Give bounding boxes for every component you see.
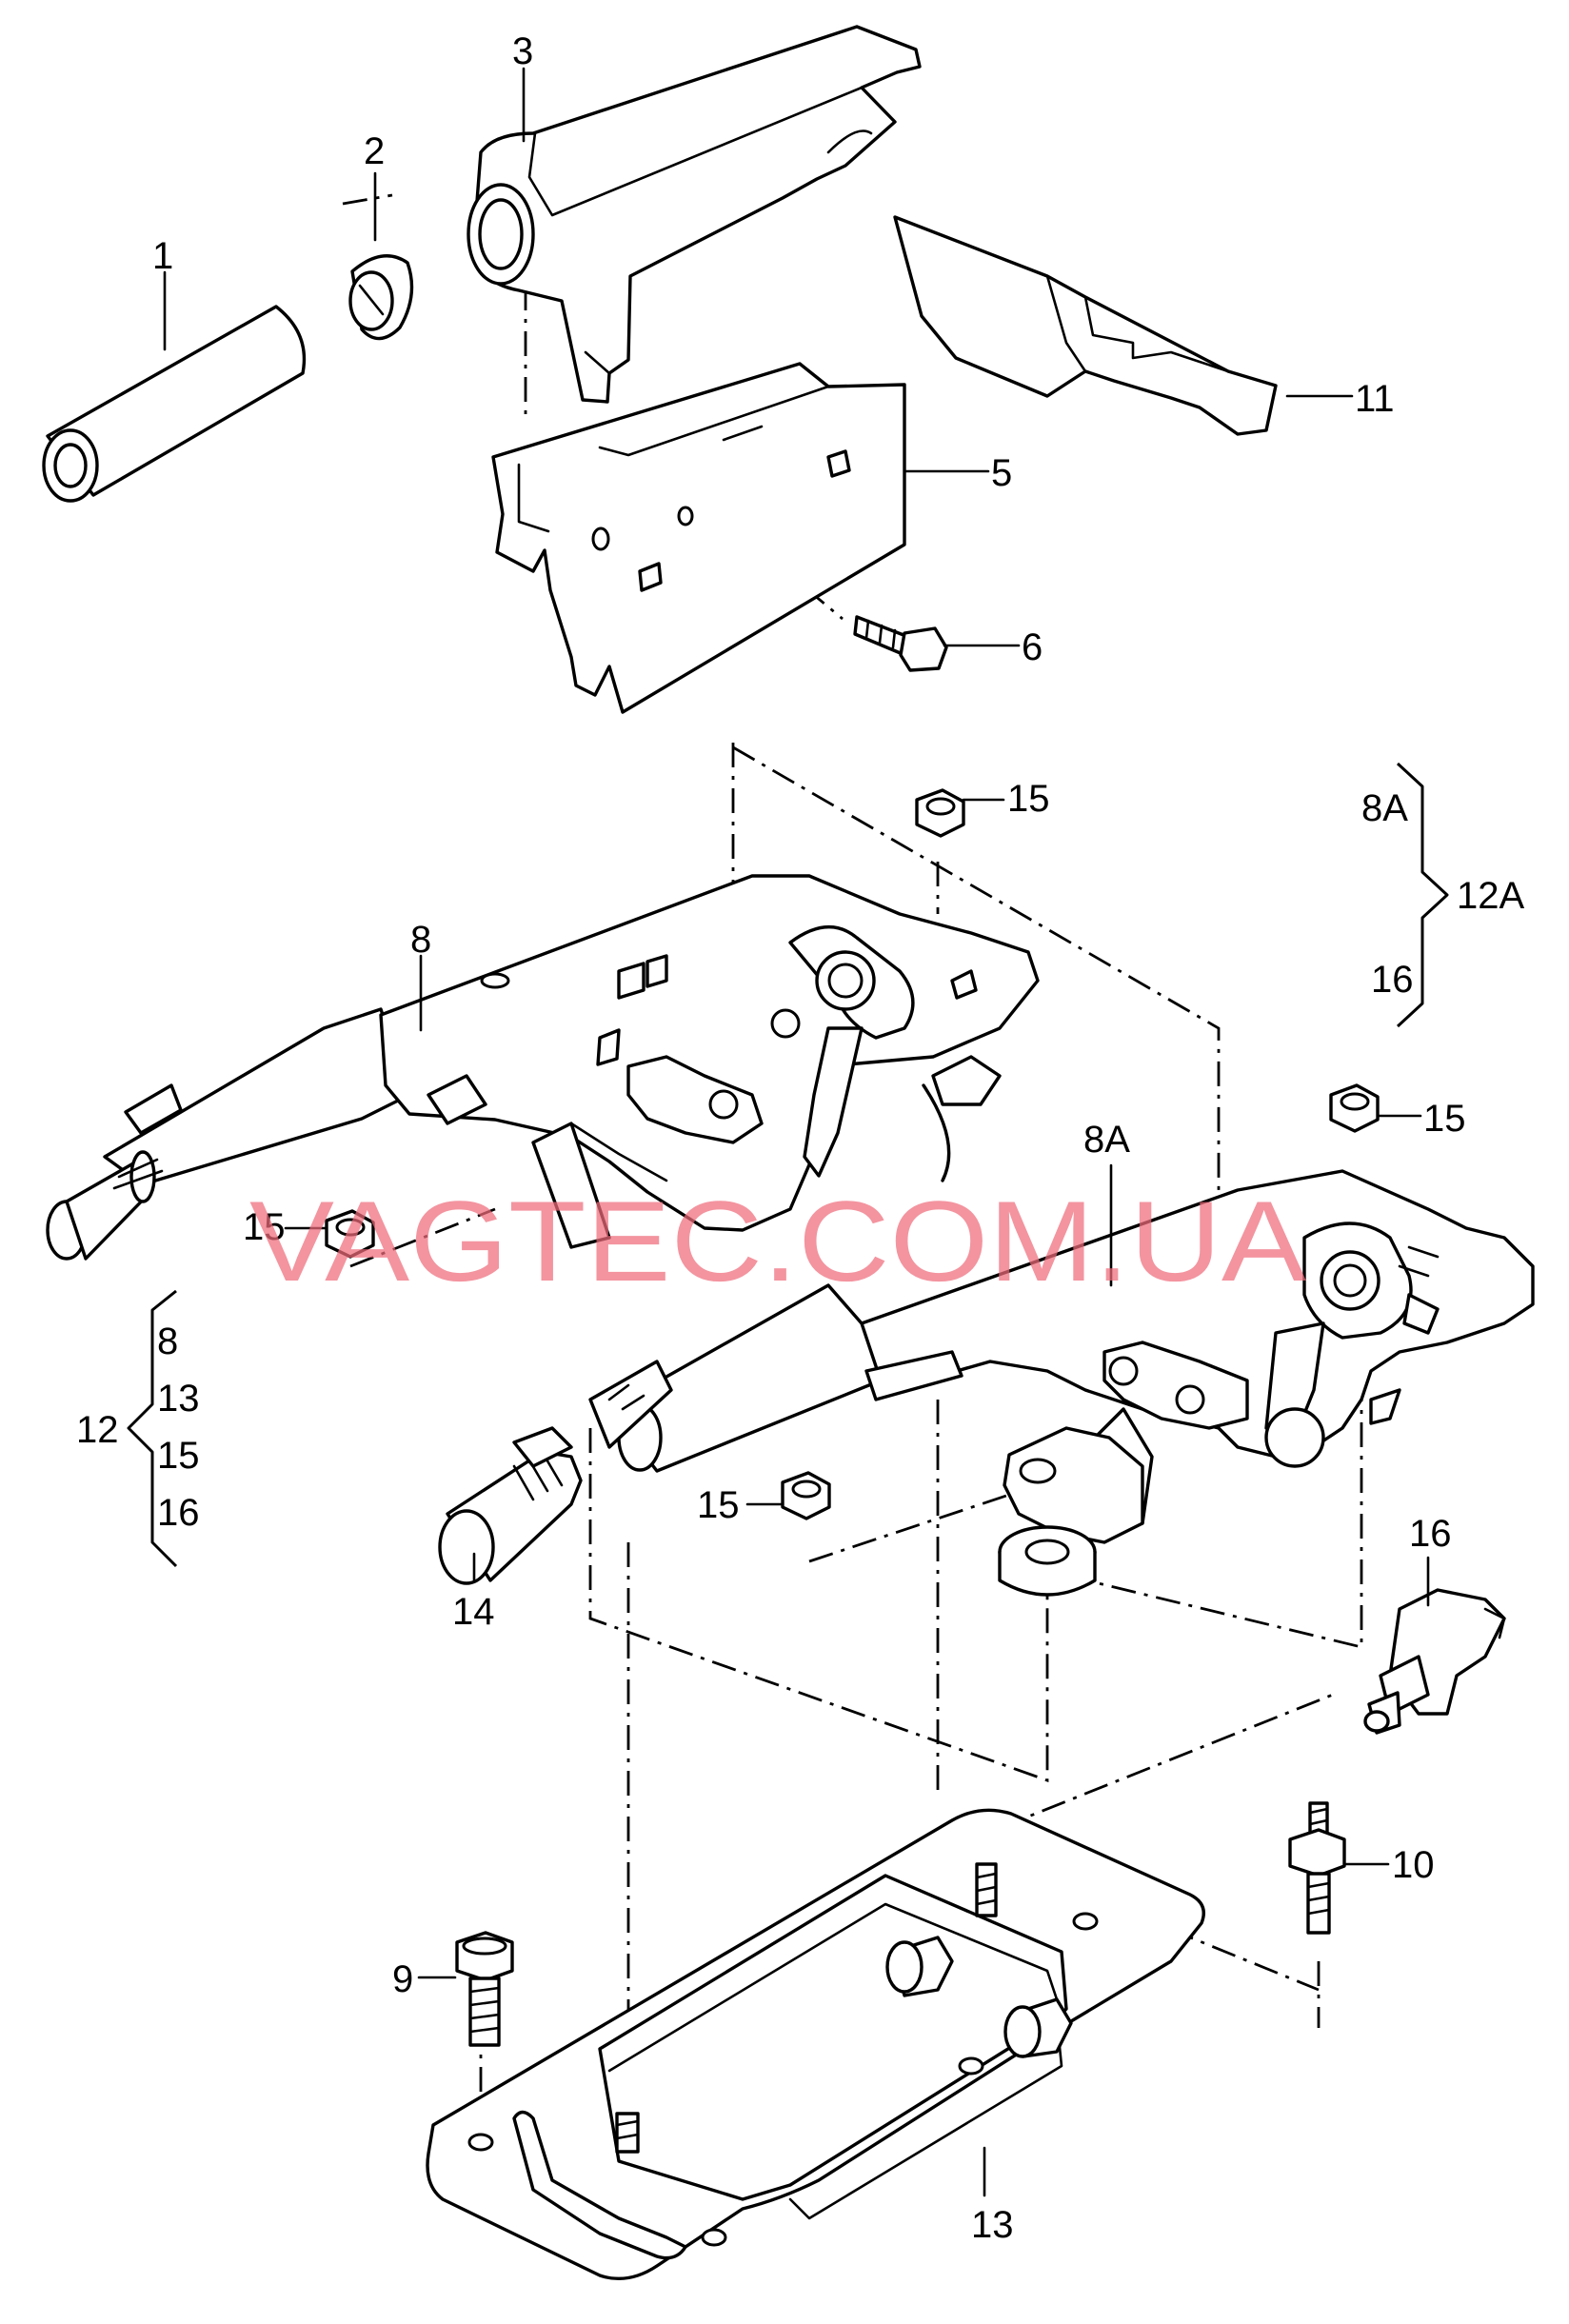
group-12a-brace [1396, 762, 1449, 1028]
group-12a-label: 12A [1457, 875, 1524, 917]
part-9-bolt [455, 1931, 514, 2047]
callout-13: 13 [971, 2204, 1014, 2246]
callout-15-bottom: 15 [697, 1484, 740, 1526]
group-12a-item: 16 [1371, 959, 1414, 1001]
part-3-handle-cover [467, 25, 922, 404]
part-15-nut-left [325, 1209, 375, 1259]
callout-14: 14 [452, 1591, 495, 1633]
part-15-nut-top [915, 788, 965, 838]
part-8a-bracket [998, 1426, 1144, 1597]
callout-9: 9 [392, 1958, 413, 2000]
group-12-label: 12 [76, 1409, 119, 1451]
callout-10: 10 [1392, 1844, 1435, 1886]
part-5-lever-plate [491, 362, 906, 714]
group-12-item: 15 [157, 1435, 200, 1477]
callout-11: 11 [1355, 378, 1395, 420]
callout-15-left: 15 [243, 1206, 286, 1248]
callout-2: 2 [364, 130, 385, 172]
group-12-item: 13 [157, 1378, 200, 1420]
part-10-stud [1288, 1801, 1346, 1935]
part-15-nut-right [1329, 1083, 1380, 1133]
part-16-switch [1363, 1588, 1506, 1735]
part-11-trim-cover [893, 215, 1278, 436]
leader-lines [163, 67, 1430, 2197]
callout-1: 1 [152, 235, 173, 277]
group-12-brace [127, 1289, 178, 1568]
part-13-base-plate [426, 1808, 1205, 2281]
watermark: VAGTEC.COM.UA [249, 1178, 1306, 1305]
callout-8: 8 [410, 919, 431, 961]
callout-15-top: 15 [1007, 778, 1050, 820]
callout-5: 5 [991, 452, 1012, 494]
callout-3: 3 [512, 30, 533, 72]
group-12-item: 8 [157, 1321, 178, 1362]
group-12-item: 16 [157, 1492, 200, 1534]
part-6-bolt [853, 615, 948, 672]
assembly-lines [342, 193, 1363, 2161]
callout-labels: 1 2 3 5 6 8 11 15 15 15 15 8A 14 16 10 9… [76, 30, 1524, 2246]
callout-16: 16 [1409, 1513, 1452, 1555]
part-14-cable-end [438, 1426, 583, 1585]
callout-8a: 8A [1083, 1119, 1130, 1161]
callout-15-right: 15 [1423, 1098, 1466, 1140]
part-2-clip [348, 254, 414, 341]
part-1-grip-sleeve [42, 305, 307, 503]
callout-6: 6 [1022, 626, 1043, 668]
part-15-nut-bottom [781, 1471, 831, 1520]
group-12a-item: 8A [1361, 787, 1408, 829]
part-8-lever-assembly [46, 874, 1040, 1261]
